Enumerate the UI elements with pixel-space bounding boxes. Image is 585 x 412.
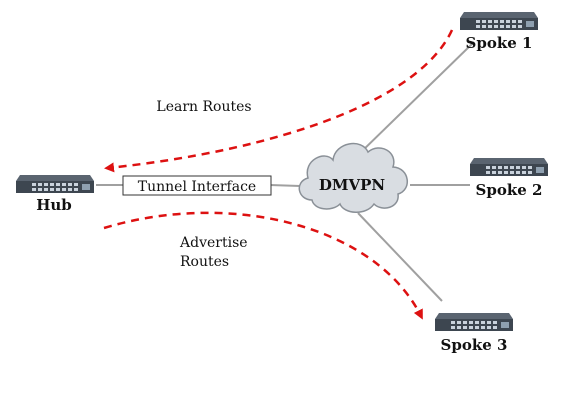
advertise-routes-label-line1: Advertise [179, 235, 248, 251]
spoke3-label: Spoke 3 [441, 336, 508, 354]
learn-routes-label: Learn Routes [156, 99, 251, 115]
spoke1-label: Spoke 1 [466, 34, 533, 52]
link-tunnel-cloud [269, 184, 301, 187]
advertise-routes-label-line2: Routes [180, 254, 229, 270]
spoke2-node: Spoke 2 [470, 158, 548, 199]
links [96, 41, 475, 302]
cloud-label: DMVPN [319, 176, 386, 194]
network-switch-icon [470, 158, 548, 176]
tunnel-interface: Tunnel Interface [122, 175, 272, 196]
learn-routes-arrow [104, 29, 454, 173]
hub-node: Hub [16, 175, 94, 214]
advertise-routes-arrow [103, 211, 423, 320]
network-switch-icon [16, 175, 94, 193]
network-switch-icon [435, 313, 513, 331]
tunnel-interface-label: Tunnel Interface [138, 179, 256, 195]
spoke3-node: Spoke 3 [435, 313, 513, 354]
tunnel-interface-box [122, 175, 272, 196]
network-switch-icon [460, 12, 538, 30]
hub-label: Hub [36, 196, 72, 214]
link-cloud-spoke1 [356, 41, 475, 157]
spoke2-label: Spoke 2 [476, 181, 543, 199]
link-cloud-spoke3 [357, 212, 443, 302]
cloud-icon [298, 142, 408, 213]
spoke1-node: Spoke 1 [460, 12, 538, 52]
